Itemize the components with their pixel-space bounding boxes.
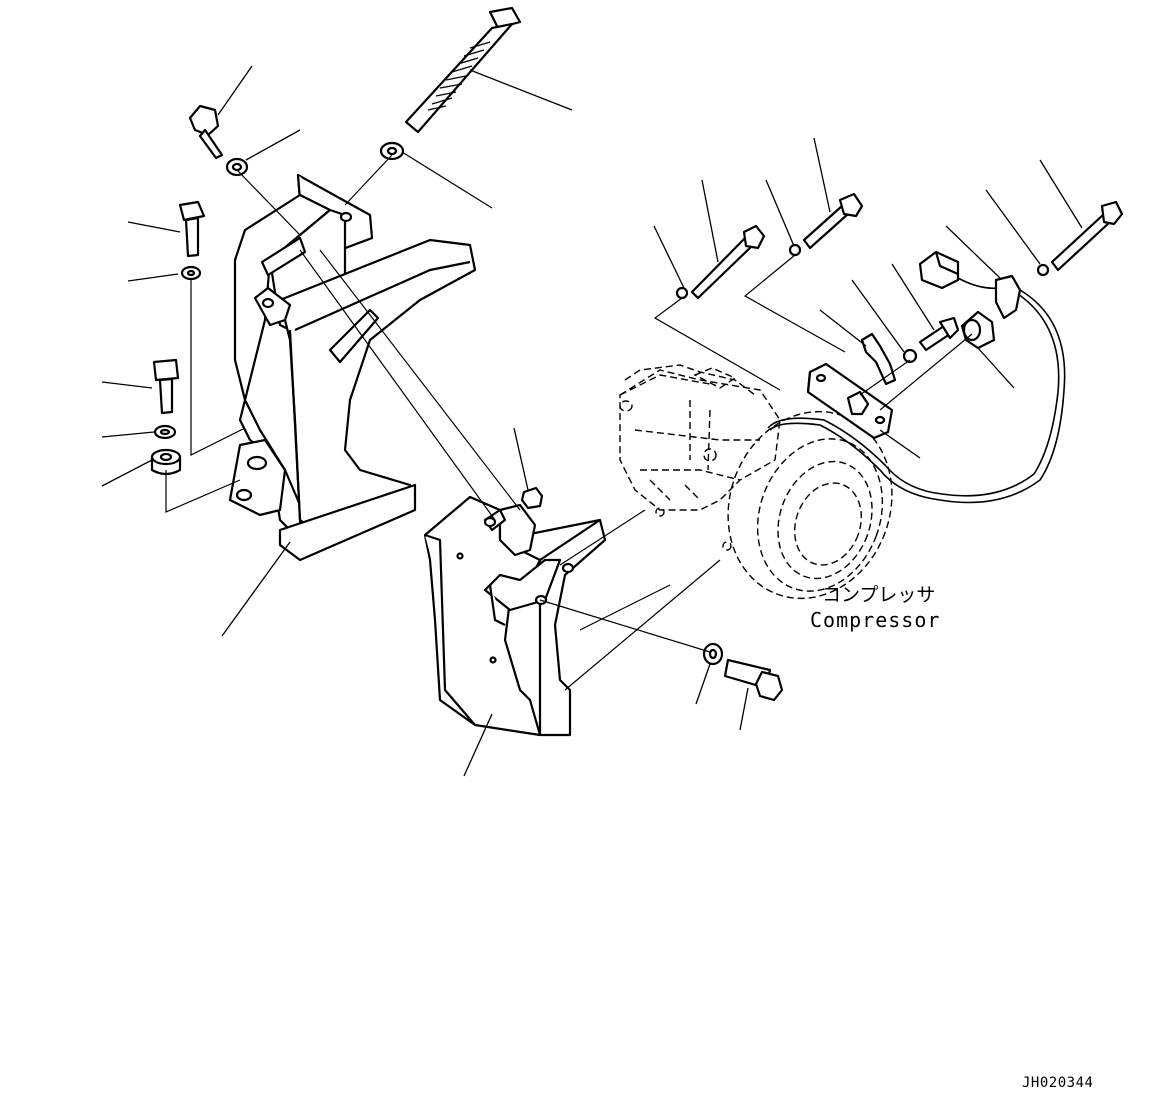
wire-harness: [767, 250, 1066, 504]
compressor-label-jp: コンプレッサ: [822, 584, 935, 606]
upper-right-fasteners: [675, 192, 1124, 300]
right-bracket: [423, 486, 607, 737]
long-bolt: [379, 6, 522, 161]
drawing-code: JH020344: [1022, 1075, 1093, 1091]
compressor-label-en: Compressor: [810, 608, 940, 632]
left-bracket: [228, 173, 477, 562]
assembly-lines: [165, 154, 973, 691]
lower-bolt: [702, 642, 784, 702]
left-fasteners: [150, 104, 249, 476]
mounting-plate: [806, 310, 996, 440]
compressor: [619, 364, 893, 600]
leader-lines: [101, 65, 1083, 777]
